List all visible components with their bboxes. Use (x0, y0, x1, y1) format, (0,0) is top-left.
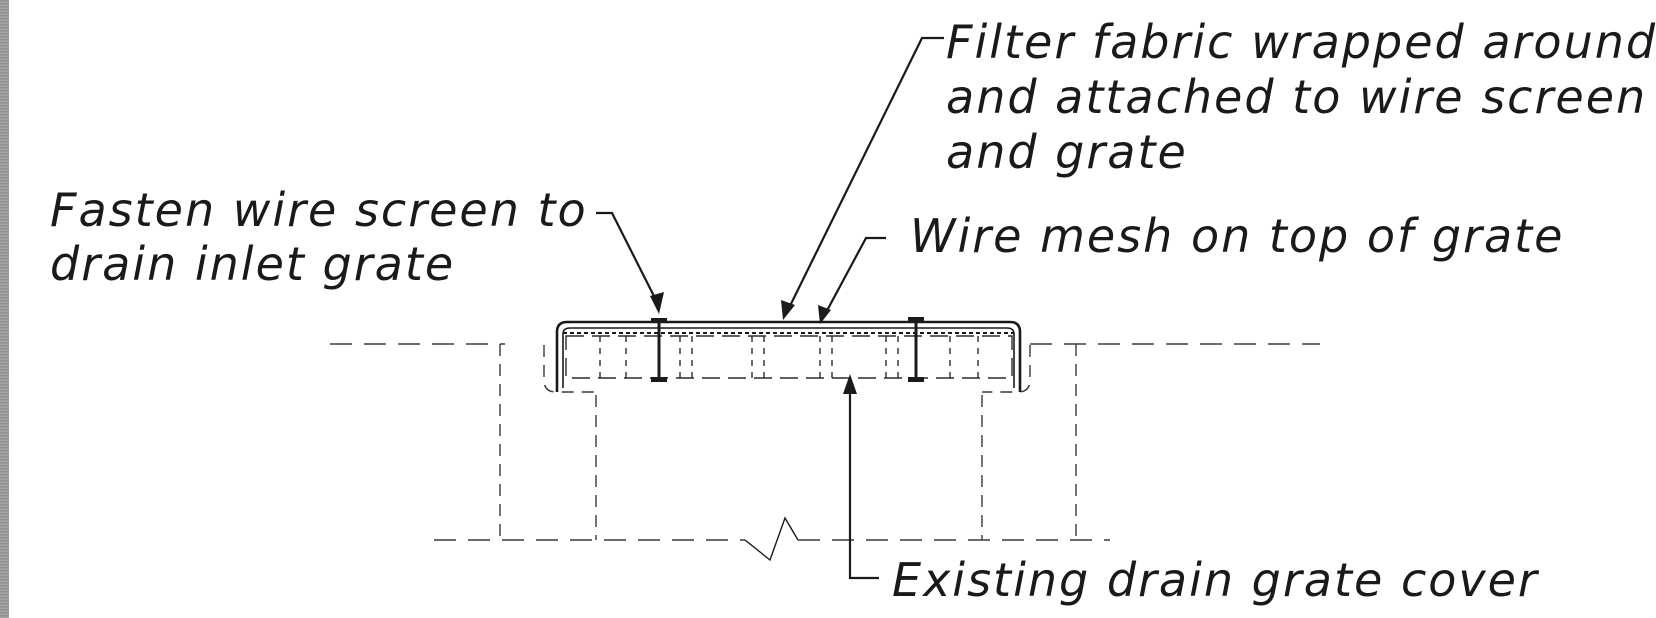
fastener-left (651, 318, 667, 382)
leader-existing-grate (843, 374, 879, 580)
label-wire-mesh: Wire mesh on top of grate (910, 209, 1564, 263)
label-filter-fabric-line-1: Filter fabric wrapped around (946, 15, 1656, 69)
fastener-right (908, 317, 924, 382)
drain-inlet-walls (499, 344, 1077, 540)
label-filter-fabric-line-3: and grate (946, 125, 1188, 179)
label-filter-fabric: Filter fabric wrapped around and attache… (946, 15, 1656, 179)
label-filter-fabric-line-2: and attached to wire screen (946, 70, 1647, 124)
label-fasten-wire-line-1: Fasten wire screen to (50, 183, 588, 237)
label-fasten-wire-line-2: drain inlet grate (50, 237, 455, 291)
leader-filter-fabric (781, 36, 944, 320)
label-fasten-wire: Fasten wire screen to drain inlet grate (50, 183, 588, 291)
leader-fasten-wire (596, 211, 664, 314)
grate-assembly (555, 317, 1022, 392)
label-existing-grate: Existing drain grate cover (892, 553, 1540, 607)
grate-body (565, 335, 1013, 379)
scanned-page-edge (0, 0, 9, 618)
leader-wire-mesh (818, 236, 886, 324)
